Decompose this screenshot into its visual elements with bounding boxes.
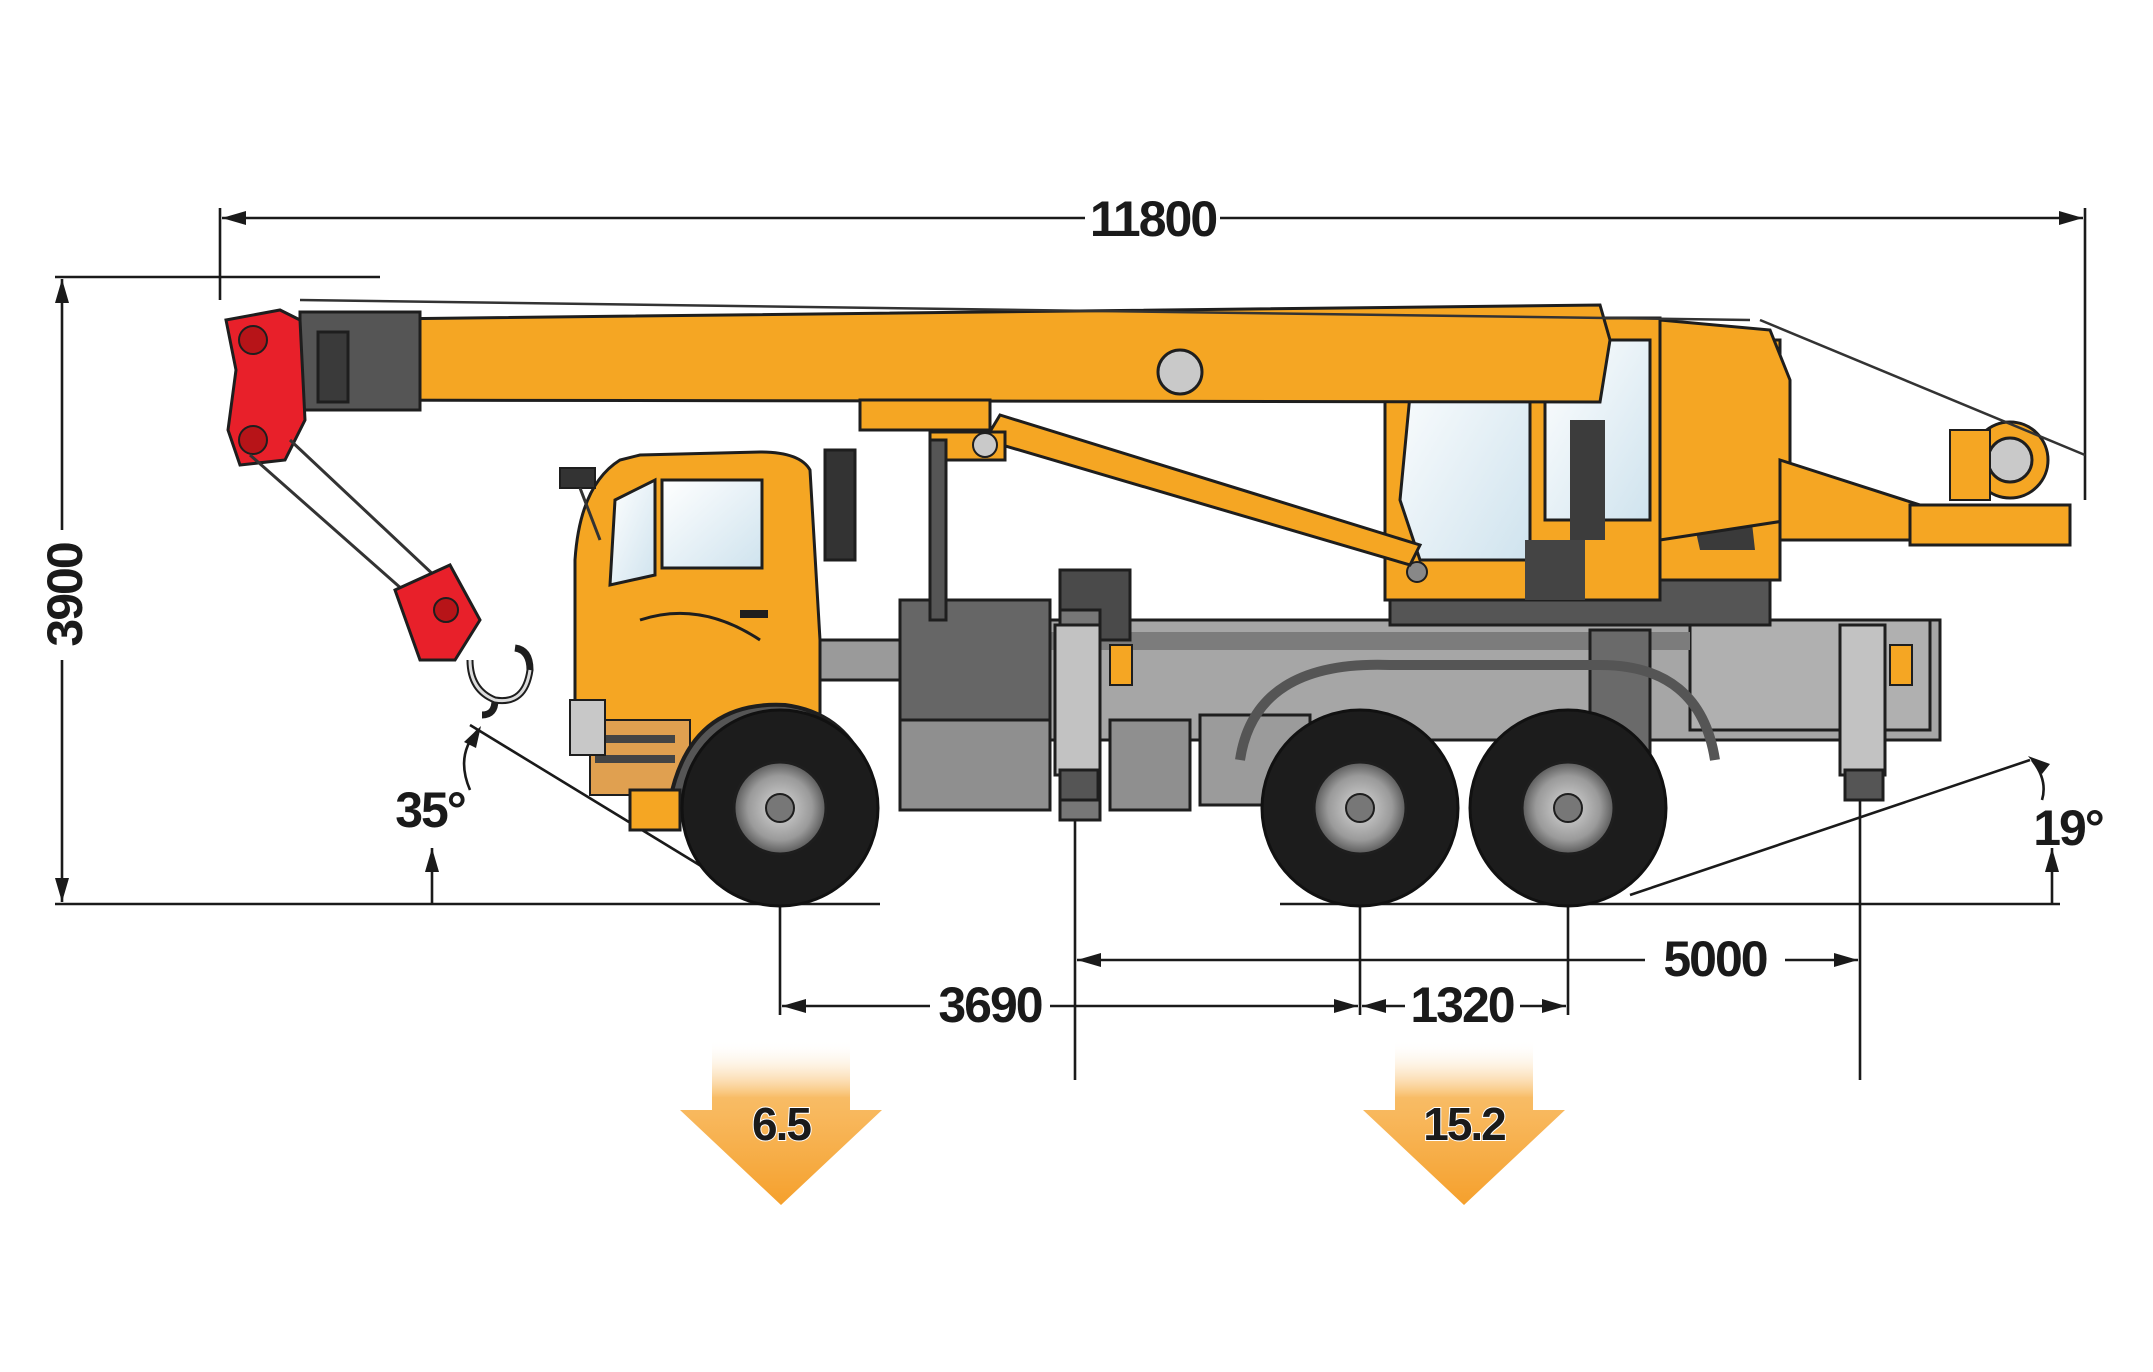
- boom-head: [224, 308, 350, 467]
- hook-block: [249, 438, 534, 719]
- overall-height-label: 3900: [37, 543, 93, 646]
- front-axle-load-arrow: [680, 1040, 882, 1205]
- winch-assembly: [1658, 318, 2086, 547]
- truck-cab: [559, 448, 877, 832]
- front-axle-load-label: 6.5: [752, 1098, 811, 1150]
- wheels: [680, 708, 1668, 908]
- crane-truck-illustration: [224, 298, 2086, 908]
- rear-departure-angle-label: 19°: [2033, 800, 2103, 856]
- telescopic-boom: [288, 298, 1751, 622]
- chassis-frame: [818, 568, 1942, 822]
- outrigger-base-label: 5000: [1663, 931, 1766, 987]
- bogie-spacing-label: 1320: [1410, 977, 1513, 1033]
- wheelbase-front-label: 3690: [938, 977, 1041, 1033]
- rear-axle-load-label: 15.2: [1423, 1098, 1505, 1150]
- front-approach-angle-label: 35°: [395, 782, 465, 838]
- rear-axle-load-arrow: [1363, 1040, 1565, 1205]
- overall-length-label: 11800: [1090, 191, 1216, 247]
